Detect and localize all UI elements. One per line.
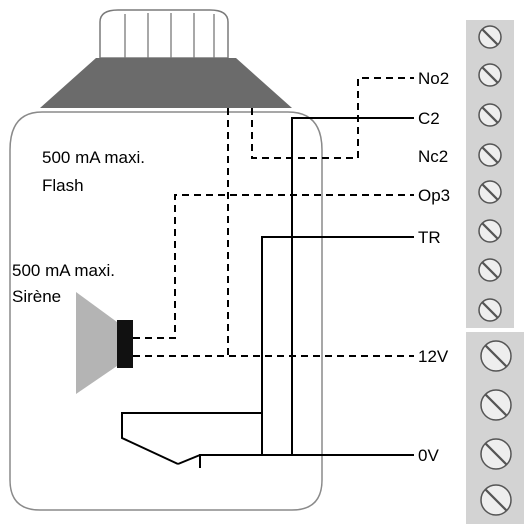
flash-cone bbox=[40, 58, 292, 108]
terminal-label-nc2: Nc2 bbox=[418, 147, 448, 166]
wire-tr bbox=[261, 236, 414, 455]
wire-c2 bbox=[291, 117, 414, 455]
terminal-screw-icon bbox=[480, 389, 512, 421]
switch-icon bbox=[177, 454, 201, 465]
terminal-screw-icon bbox=[478, 143, 502, 167]
flash-rating-label: 500 mA maxi. bbox=[42, 148, 145, 167]
terminal-screw-icon bbox=[478, 180, 502, 204]
terminal-label-12v: 12V bbox=[418, 347, 449, 366]
terminal-label-c2: C2 bbox=[418, 109, 440, 128]
terminal-screw-icon bbox=[478, 219, 502, 243]
siren-housing bbox=[9, 111, 323, 511]
terminal-screw-icon bbox=[480, 438, 512, 470]
speaker-magnet bbox=[117, 320, 133, 368]
wire-op3 bbox=[133, 194, 414, 339]
wires bbox=[121, 77, 414, 468]
terminal-screw-icon bbox=[478, 258, 502, 282]
flash-dome bbox=[99, 9, 229, 59]
terminal-screw-icon bbox=[480, 340, 512, 372]
flash-name-label: Flash bbox=[42, 176, 84, 195]
wire-0v bbox=[199, 454, 414, 468]
terminal-screw-icon bbox=[478, 103, 502, 127]
terminal-screw-icon bbox=[478, 298, 502, 322]
wire-no2 bbox=[251, 77, 414, 159]
terminal-screw-icon bbox=[478, 25, 502, 49]
siren-name-label: Sirène bbox=[12, 287, 61, 306]
terminal-label-no2: No2 bbox=[418, 69, 449, 88]
siren-rating-label: 500 mA maxi. bbox=[12, 261, 115, 280]
terminal-block bbox=[466, 20, 524, 524]
terminal-screw-icon bbox=[478, 63, 502, 87]
terminal-screw-icon bbox=[480, 484, 512, 516]
speaker-cone-icon bbox=[76, 292, 117, 394]
terminal-label-op3: Op3 bbox=[418, 186, 450, 205]
terminal-label-tr: TR bbox=[418, 228, 441, 247]
terminal-label-0v: 0V bbox=[418, 446, 439, 465]
